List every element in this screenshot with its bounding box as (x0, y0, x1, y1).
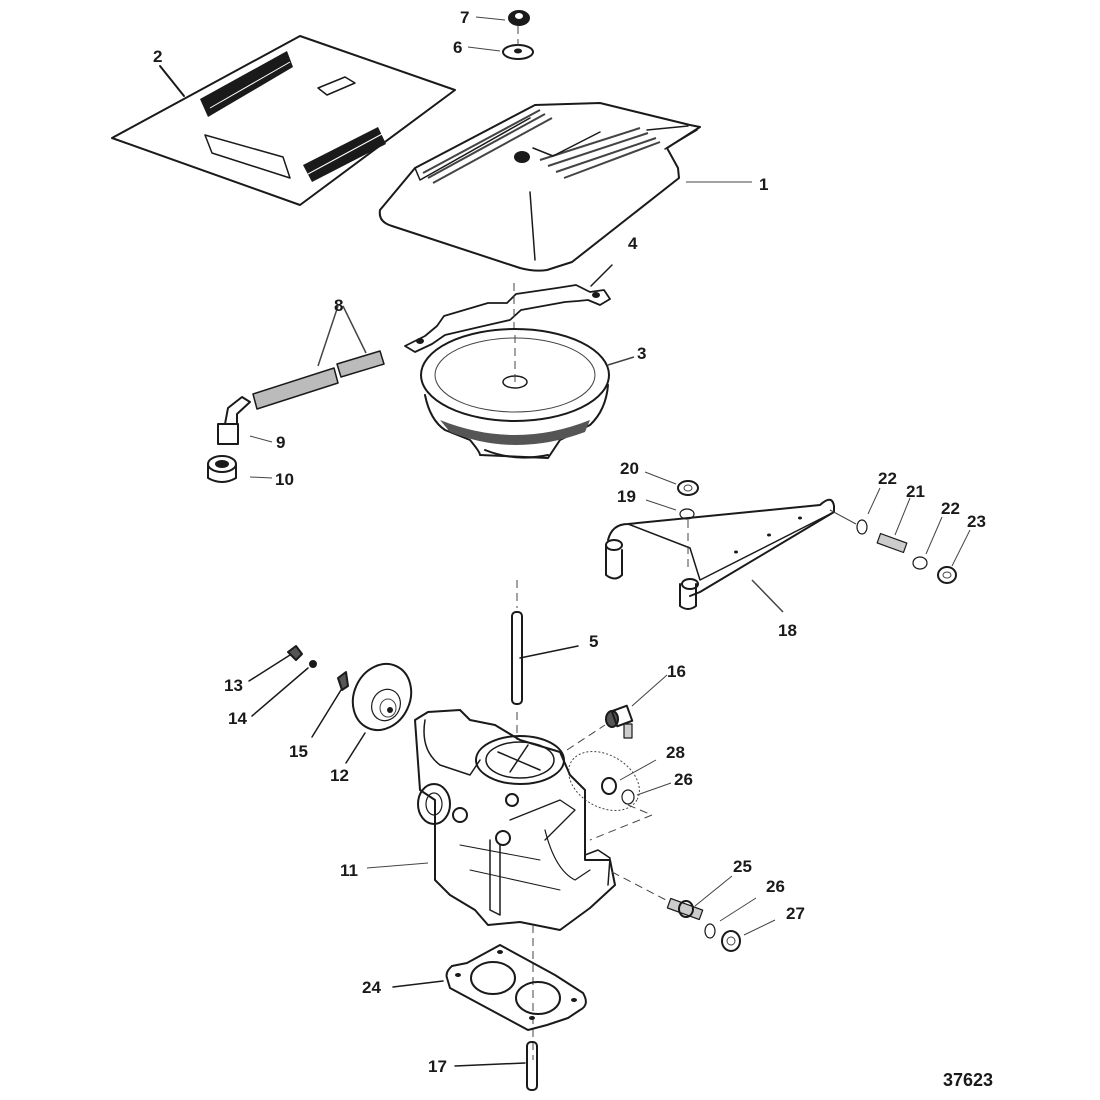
washer-upper (589, 782, 672, 841)
callout-13: 13 (224, 676, 243, 695)
callout-16: 16 (667, 662, 686, 681)
gasket (392, 944, 587, 1031)
grommet (207, 455, 273, 483)
flame-arrestor-cover (378, 102, 752, 272)
callout-27: 27 (786, 904, 805, 923)
callout-4: 4 (628, 234, 638, 253)
retainer (311, 671, 349, 738)
nut-bracket (937, 529, 971, 584)
washer-lower (704, 897, 757, 939)
hose (252, 305, 385, 410)
stud-threaded (876, 497, 911, 554)
callout-24: 24 (362, 978, 381, 997)
callout-17: 17 (428, 1057, 447, 1076)
fuel-fitting (566, 674, 668, 751)
decal-sheet (111, 35, 456, 206)
choke-cover (345, 662, 413, 764)
callout-26b: 26 (766, 877, 785, 896)
washer-b (912, 516, 943, 570)
nut (644, 471, 699, 496)
elbow-fitting (217, 396, 273, 445)
callout-5: 5 (589, 632, 599, 651)
callout-19: 19 (617, 487, 636, 506)
nut-lower (721, 919, 776, 952)
callout-12: 12 (330, 766, 349, 785)
callout-9: 9 (276, 433, 286, 452)
bracket (404, 264, 613, 353)
callout-23: 23 (967, 512, 986, 531)
carburetor (366, 709, 616, 1060)
lockwasher (251, 660, 317, 717)
callout-10: 10 (275, 470, 294, 489)
callout-11: 11 (340, 861, 358, 880)
callout-15: 15 (289, 742, 308, 761)
callout-2: 2 (153, 47, 163, 66)
nut-top (475, 10, 530, 26)
screw (248, 645, 303, 682)
callout-1: 1 (759, 175, 769, 194)
callout-26a: 26 (674, 770, 693, 789)
throttle-bracket (605, 498, 857, 613)
callout-18: 18 (778, 621, 797, 640)
callout-21: 21 (906, 482, 925, 501)
callout-3: 3 (637, 344, 647, 363)
callout-20: 20 (620, 459, 639, 478)
stud-ball (611, 871, 733, 921)
figure-number: 37623 (943, 1070, 994, 1090)
callout-25: 25 (733, 857, 752, 876)
callout-14: 14 (228, 709, 247, 728)
washer-top (467, 26, 534, 60)
nut-upper (568, 751, 657, 811)
callout-7: 7 (460, 8, 470, 27)
callout-28: 28 (666, 743, 685, 762)
washer (645, 499, 695, 572)
stud-long (511, 580, 579, 740)
callout-8: 8 (334, 296, 344, 315)
flame-arrestor (420, 328, 635, 459)
callout-6: 6 (453, 38, 463, 57)
callout-22b: 22 (941, 499, 960, 518)
washer-a (856, 487, 881, 535)
stud-short (454, 1041, 538, 1091)
callout-22a: 22 (878, 469, 897, 488)
